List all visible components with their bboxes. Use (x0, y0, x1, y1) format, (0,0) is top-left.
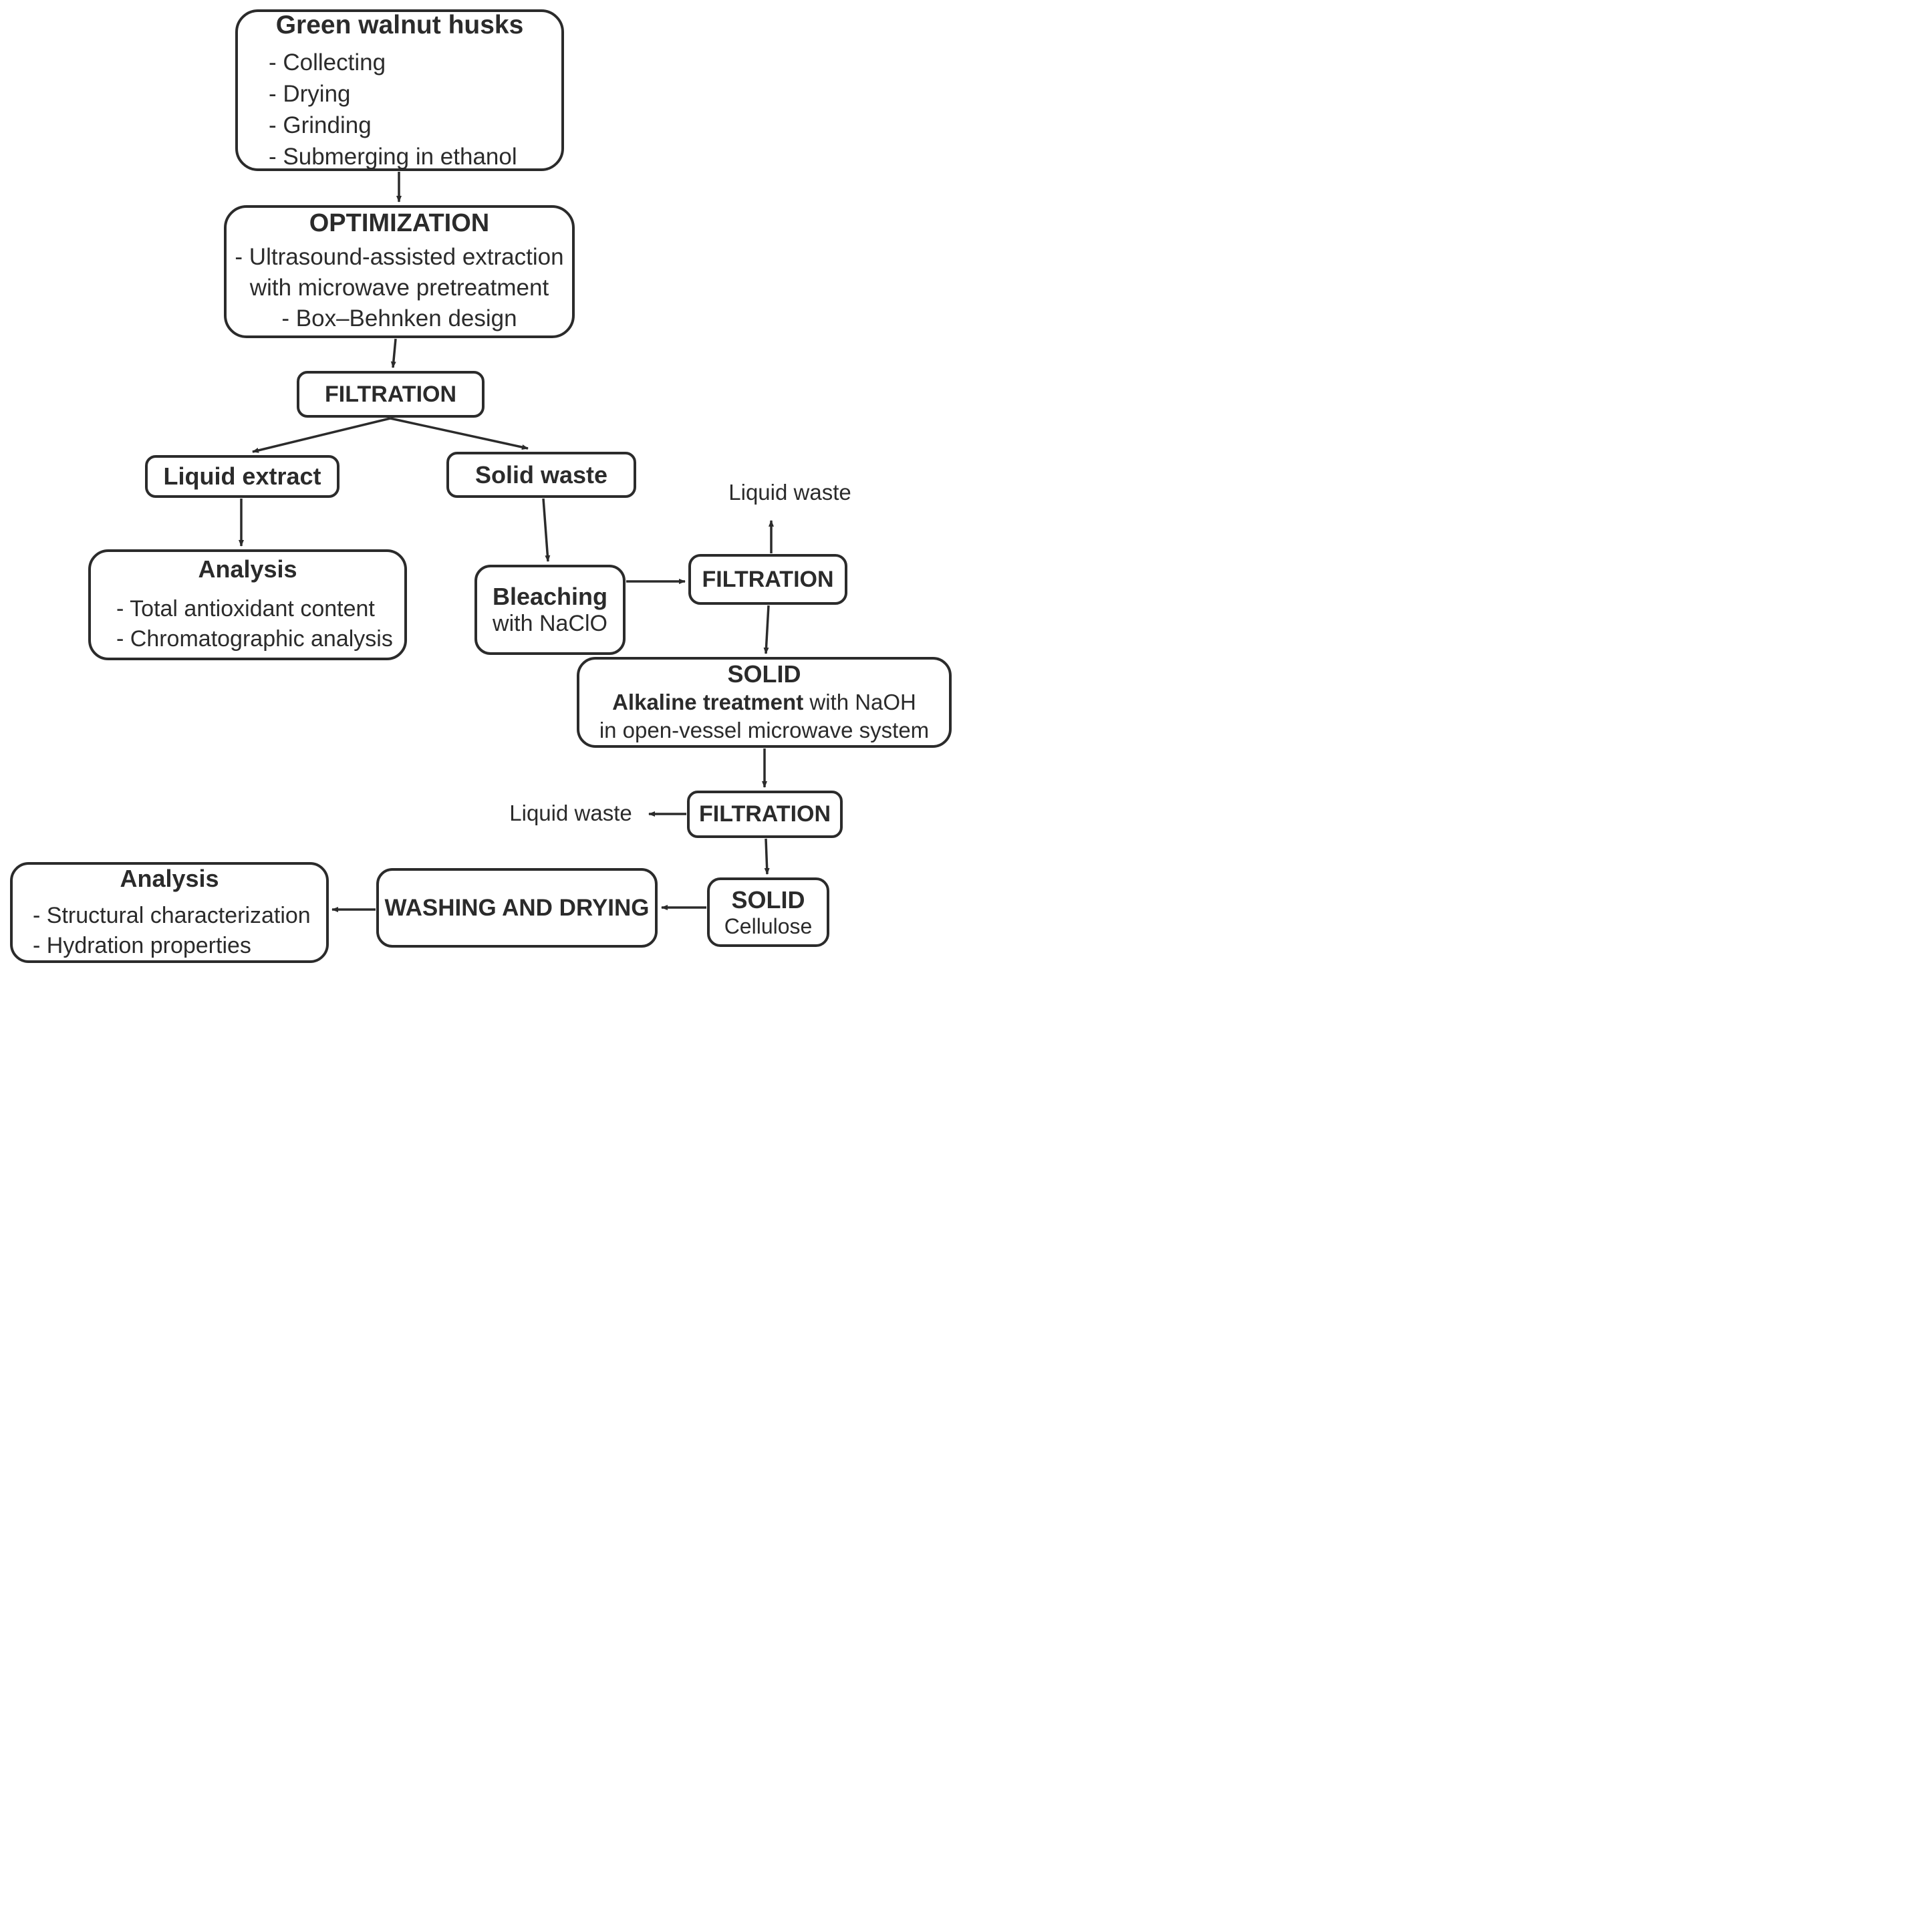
box-washing-and-drying: WASHING AND DRYING (376, 868, 658, 948)
arrow-optimization-to-filtration (390, 338, 397, 368)
box-filtration-3: FILTRATION (687, 791, 843, 838)
list-item: - Drying (269, 81, 351, 107)
flowchart-canvas: Green walnut husks - Collecting - Drying… (0, 0, 960, 966)
box-item-list: - Ultrasound-assisted extraction with mi… (227, 242, 572, 334)
list-item: - Collecting (269, 49, 386, 76)
list-item: - Hydration properties (33, 932, 251, 958)
box-bleaching: Bleaching with NaClO (474, 565, 626, 655)
arrow-filtration3-to-solid-cellulose (764, 838, 770, 875)
box-title: Analysis (198, 555, 297, 583)
box-line: Alkaline treatment with NaOH (579, 688, 949, 716)
box-item-list: - Total antioxidant content - Chromatogr… (98, 594, 398, 654)
box-title: Green walnut husks (275, 11, 524, 39)
box-analysis-extract: Analysis - Total antioxidant content - C… (88, 549, 407, 660)
box-title: FILTRATION (324, 381, 457, 407)
box-title: FILTRATION (702, 566, 834, 592)
box-title: WASHING AND DRYING (384, 894, 650, 921)
box-analysis-cellulose: Analysis - Structural characterization -… (10, 862, 329, 963)
arrow-solid-waste-to-bleaching (542, 498, 551, 562)
box-title: Solid waste (474, 460, 608, 489)
arrow-filtration-to-solid-waste (390, 417, 529, 450)
list-item: - Submerging in ethanol (269, 144, 517, 170)
box-filtration-2: FILTRATION (688, 554, 847, 605)
box-liquid-extract: Liquid extract (145, 455, 339, 498)
box-title: OPTIMIZATION (309, 209, 490, 237)
list-item: - Total antioxidant content (116, 596, 375, 622)
box-title: Analysis (120, 864, 219, 892)
box-subtitle: Cellulose (724, 914, 813, 938)
box-item-list: - Structural characterization - Hydratio… (18, 901, 321, 961)
box-solid-waste: Solid waste (446, 452, 636, 498)
list-item: - Ultrasound-assisted extraction (235, 244, 564, 270)
box-title: SOLID (731, 885, 805, 914)
box-line: in open-vessel microwave system (599, 718, 930, 742)
box-title: FILTRATION (698, 801, 831, 827)
box-title: Liquid extract (163, 462, 321, 490)
box-title: SOLID (727, 660, 801, 688)
arrow-filtration2-to-solid-alkaline (763, 605, 770, 654)
box-green-walnut-husks: Green walnut husks - Collecting - Drying… (235, 9, 564, 171)
list-item: - Box–Behnken design (281, 305, 517, 331)
box-filtration-1: FILTRATION (297, 371, 485, 418)
list-item: with microwave pretreatment (249, 275, 549, 301)
list-item: - Structural characterization (33, 902, 311, 928)
box-title: Bleaching (492, 583, 608, 610)
list-item: - Grinding (269, 112, 372, 138)
label-liquid-waste-top: Liquid waste (728, 480, 851, 505)
label-liquid-waste-left: Liquid waste (509, 801, 632, 825)
box-subtitle: with NaClO (493, 611, 607, 636)
box-solid-alkaline-treatment: SOLID Alkaline treatment with NaOH in op… (577, 657, 952, 748)
box-line-bold: Alkaline treatment (612, 690, 804, 714)
list-item: - Chromatographic analysis (116, 626, 393, 652)
arrow-filtration-to-liquid-extract (252, 417, 391, 453)
box-optimization: OPTIMIZATION - Ultrasound-assisted extra… (224, 205, 575, 338)
box-solid-cellulose: SOLID Cellulose (707, 877, 829, 947)
box-line-rest: with NaOH (803, 690, 916, 714)
box-item-list: - Collecting - Drying - Grinding - Subme… (245, 47, 555, 172)
